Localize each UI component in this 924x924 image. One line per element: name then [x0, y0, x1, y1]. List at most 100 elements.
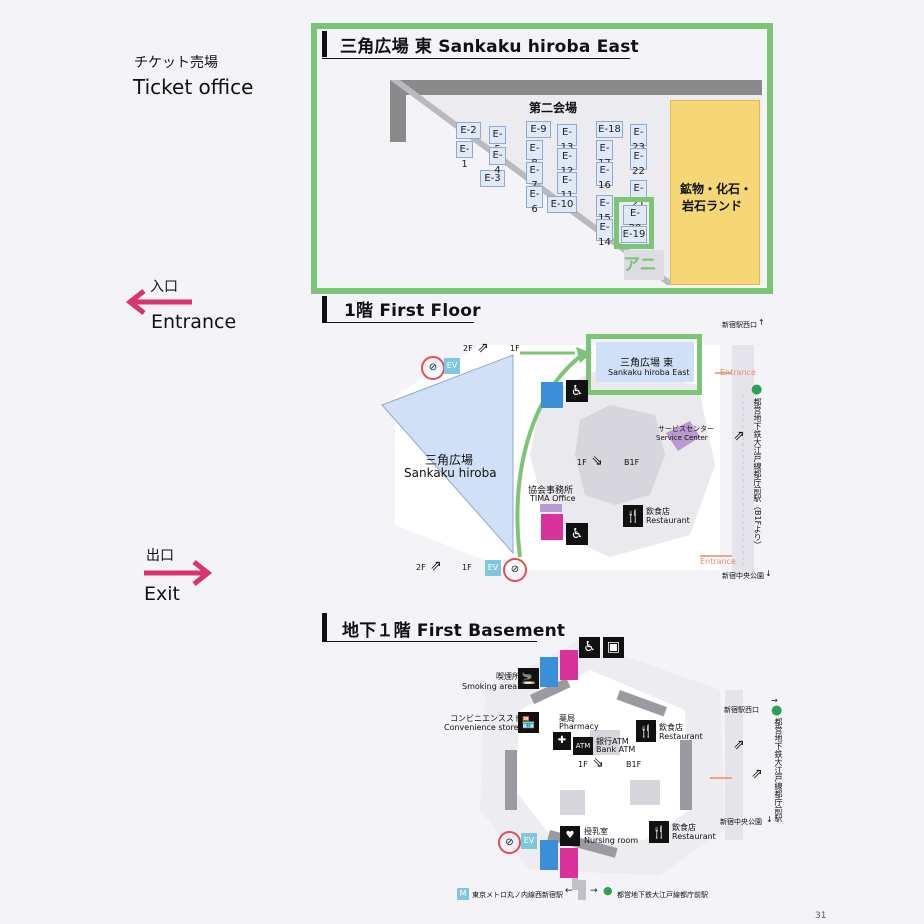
booth-e7[interactable]: E-7: [526, 162, 543, 191]
booth-e10[interactable]: E-10: [547, 196, 577, 213]
east-title: 三角広場 東 Sankaku hiroba East: [340, 37, 639, 57]
service-center-label-en: Service Center: [656, 434, 708, 442]
atm-label-jp: 銀行ATM: [596, 737, 629, 746]
booth-e22[interactable]: E-22: [630, 148, 647, 177]
ticket-office-label-en: Ticket office: [133, 75, 254, 99]
booth-e18[interactable]: E-18: [596, 121, 623, 138]
ff-restaurant-label-en: Restaurant: [646, 516, 690, 525]
metro-badge-icon: M: [457, 888, 469, 900]
ff-shinjuku-west-arrow-icon: ↑: [758, 318, 765, 327]
east-highlight-box: [586, 334, 702, 395]
booth-e4[interactable]: E-4: [489, 147, 506, 176]
booth-e19[interactable]: E-19: [621, 226, 647, 243]
booth-e6[interactable]: E-6: [526, 186, 543, 215]
ff-toei-marker-icon: ●: [751, 382, 763, 397]
east-mini-plaza: [596, 342, 694, 382]
east-mini-label-en: Sankaku hiroba East: [608, 368, 690, 377]
bf-restaurant2-label-jp: 飲食店: [672, 823, 696, 832]
bf-shinjuku-west-arrow-icon: →: [771, 696, 778, 705]
ff-wheelchair-bottom-icon: ♿: [566, 523, 588, 545]
ff-esc-mid-1f: 1F: [577, 458, 587, 467]
bf-toilet-blue-top-icon: [540, 657, 558, 687]
ff-shinjuku-park-arrow-icon: ↓: [765, 569, 772, 578]
tima-label-jp: 協会事務所: [528, 486, 574, 496]
booth-e14[interactable]: E-14: [596, 219, 613, 248]
ff-restaurant-icon: 🍴: [623, 505, 643, 527]
booth-e5[interactable]: E-5: [489, 126, 506, 155]
bf-ev-badge: EV: [521, 833, 537, 849]
exit-arrow-icon: [144, 560, 213, 586]
booth-e15[interactable]: E-15: [596, 195, 613, 224]
bf-toei-vertical-label: 都営地下鉄大江戸線都庁前駅: [774, 718, 783, 822]
pharmacy-icon: ✚: [553, 732, 571, 750]
bf-esc-b1f: B1F: [626, 760, 642, 769]
ff-corridor-escalator-icon: ⇗: [733, 428, 745, 444]
bf-restaurant1-label-jp: 飲食店: [659, 723, 683, 732]
ev-badge-top: EV: [444, 358, 460, 374]
metro-legend-arrow-icon: ←: [565, 886, 573, 896]
east-title-bar: [322, 31, 327, 57]
bf-toei-marker-icon: ●: [771, 703, 783, 718]
ff-wheelchair-top-icon: ♿: [566, 380, 588, 402]
booth-e1[interactable]: E-1: [456, 141, 473, 170]
mineral-land-area: [670, 100, 760, 285]
booth-e23[interactable]: E-23: [630, 124, 647, 153]
bf-restaurant2-label-en: Restaurant: [672, 832, 716, 841]
ff-escalator-mid-icon: ⇘: [591, 453, 603, 469]
toei-legend-label: 都営地下鉄大江戸線都庁前駅: [617, 891, 708, 899]
booth-e16[interactable]: E-16: [596, 162, 613, 191]
exit-label-en: Exit: [144, 583, 180, 605]
hall2-label: 第二会場: [529, 101, 578, 115]
conv-label-jp: コンビニエンスストア: [450, 714, 530, 723]
booth-e11[interactable]: E-11: [557, 172, 577, 201]
booth-e2[interactable]: E-2: [456, 122, 481, 139]
tima-office-area: [540, 504, 562, 512]
bf-wheelchair-top-icon: ♿: [579, 637, 600, 658]
bf-escalator-icon: ⇘: [592, 755, 604, 771]
smoking-area-icon: 🚬: [518, 668, 539, 689]
toei-legend-marker-icon: ●: [603, 884, 613, 897]
convenience-store-icon: 🏪: [518, 712, 539, 733]
east-mini-label-jp: 三角広場 東: [620, 358, 674, 369]
entrance-arrow-icon: [125, 289, 192, 315]
bf-corridor-escalator-2-icon: ⇗: [751, 766, 763, 782]
booth-e13[interactable]: E-13: [557, 124, 577, 153]
booth-e20[interactable]: E-20: [623, 205, 647, 234]
first-floor-title-bar: [322, 296, 327, 322]
first-floor-plan: [381, 345, 754, 575]
nursing-label-en: Nursing room: [584, 836, 639, 845]
ff-toei-vertical-label: 都営地下鉄大江戸線都庁前駅（B1Fより）: [753, 398, 762, 550]
exit-label-jp: 出口: [146, 548, 174, 564]
bf-restaurant1-label-en: Restaurant: [659, 732, 703, 741]
bf-toilet-pink-bottom-icon: [560, 848, 578, 878]
conv-label-en: Convenience store: [444, 723, 519, 732]
ff-restaurant-label-jp: 飲食店: [646, 507, 670, 516]
ticket-office-label-jp: チケット売場: [134, 55, 218, 71]
bf-restaurant2-icon: 🍴: [649, 821, 669, 843]
booth-e12[interactable]: E-12: [557, 148, 577, 177]
smoking-label-en: Smoking area: [462, 682, 518, 691]
booth-e3[interactable]: E-3: [480, 170, 505, 187]
nursing-room-icon: ♥: [560, 826, 580, 846]
ff-entrance-right-top: Entrance: [720, 368, 756, 377]
ev-badge-bottom: EV: [485, 560, 501, 576]
no-stroller-icon-top: ⊘: [421, 356, 445, 380]
mineral-land-label-2: 岩石ランド: [682, 199, 743, 213]
mineral-land-label-1: 鉱物・化石・: [680, 182, 753, 196]
ff-escalator-bottom-icon: ⇗: [430, 558, 442, 574]
ff-esc-bottom-1f: 1F: [462, 563, 472, 572]
bf-corridor-escalator-1-icon: ⇗: [733, 737, 745, 753]
ff-toilet-pink-icon: [541, 514, 563, 540]
ff-esc-top-2f: 2F: [463, 344, 473, 353]
ani-booth-highlight: [614, 197, 654, 249]
nursing-label-jp: 授乳室: [584, 827, 608, 836]
atm-label-en: Bank ATM: [596, 745, 636, 754]
east-title-underline: [322, 58, 630, 59]
booth-e8[interactable]: E-8: [526, 140, 543, 169]
booth-e17[interactable]: E-17: [596, 140, 613, 169]
ff-toilet-blue-top-icon: [541, 382, 563, 408]
basement-title-bar: [322, 613, 327, 641]
pharmacy-label-jp: 薬局: [559, 714, 575, 723]
no-stroller-icon-bottom: ⊘: [503, 558, 527, 582]
booth-e9[interactable]: E-9: [526, 121, 551, 138]
